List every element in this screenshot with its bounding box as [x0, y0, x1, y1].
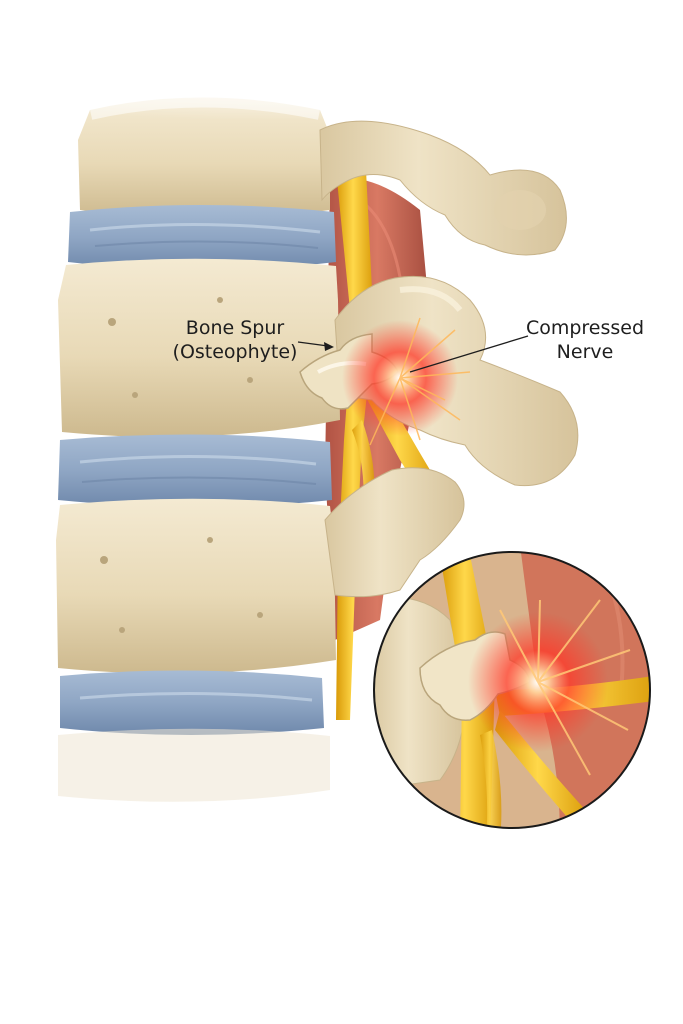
vertebra-lower	[56, 467, 465, 674]
compressed-nerve-label: Compressed Nerve	[520, 316, 650, 364]
leader-line-compressed-nerve	[409, 335, 529, 373]
inflammation-glow	[342, 317, 471, 446]
leader-line-bone-spur	[297, 341, 334, 351]
intervertebral-disc-3	[60, 670, 324, 735]
compressed-nerve-label-line2: Nerve	[556, 341, 614, 363]
bone-spur-label-line2: (Osteophyte)	[172, 341, 298, 363]
bone-spur-label: Bone Spur (Osteophyte)	[150, 316, 320, 364]
compressed-nerve-label-line1: Compressed	[525, 317, 645, 339]
magnified-inset	[373, 551, 651, 829]
top-fade	[60, 60, 480, 120]
bone-spur-label-line1: Bone Spur	[185, 317, 285, 339]
intervertebral-disc-1	[68, 205, 336, 270]
intervertebral-disc-2	[58, 434, 332, 507]
vertebra-bottom-faded	[58, 728, 330, 802]
